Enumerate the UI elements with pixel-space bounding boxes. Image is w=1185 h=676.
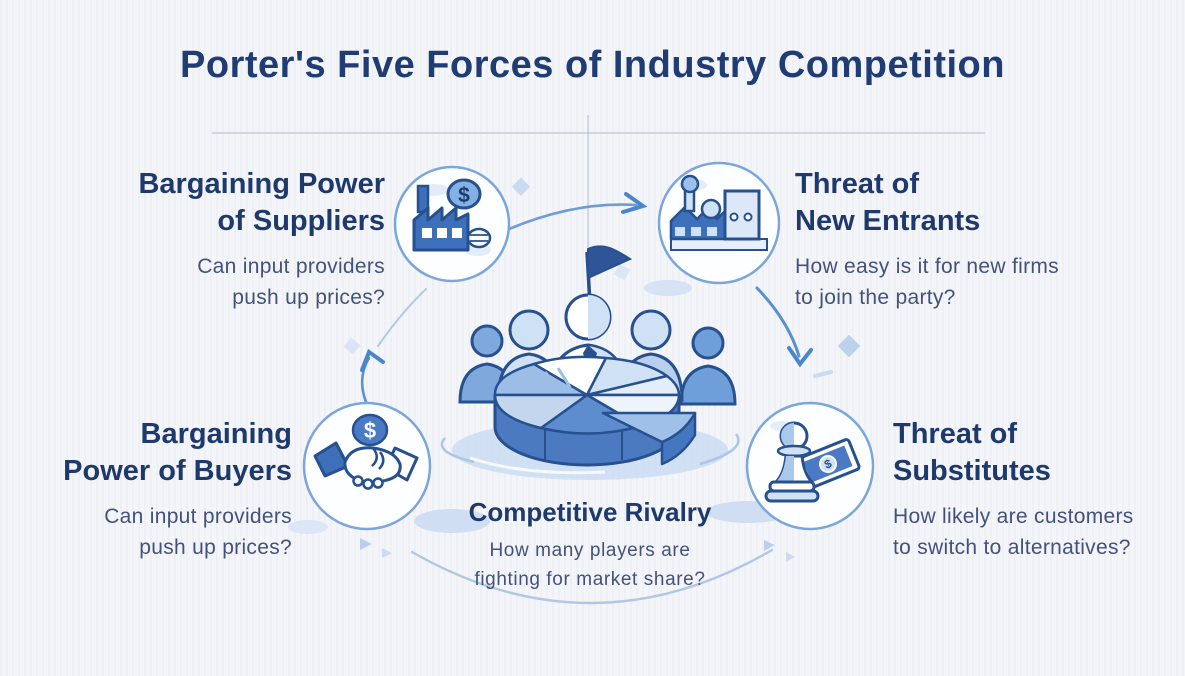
- new-entrants-subtitle-line1: How easy is it for new firms: [795, 255, 1059, 278]
- substitutes-subtitle-line1: How likely are customers: [893, 505, 1134, 528]
- buyers-icon-badge: $: [302, 401, 432, 531]
- force-buyers: Bargaining Power of Buyers Can input pro…: [22, 416, 292, 563]
- suppliers-heading-line2: of Suppliers: [217, 205, 385, 237]
- rivalry-heading: Competitive Rivalry: [468, 497, 712, 527]
- separated-pie-slice: [601, 411, 697, 466]
- force-new-entrants: Threat of New Entrants How easy is it fo…: [795, 166, 1125, 313]
- page-title: Porter's Five Forces of Industry Competi…: [180, 44, 1005, 86]
- dollar-sign: $: [364, 418, 376, 443]
- competitive-rivalry-illustration: [440, 245, 740, 480]
- market-share-pie-chart: [493, 355, 697, 467]
- substitutes-subtitle-line2: to switch to alternatives?: [893, 536, 1131, 559]
- suppliers-icon-badge: $: [393, 165, 511, 283]
- buyers-subtitle-line1: Can input providers: [104, 505, 292, 528]
- arc-bottom: [410, 548, 774, 605]
- force-suppliers: Bargaining Power of Suppliers Can input …: [60, 166, 385, 313]
- arc-new-entrants-to-substitutes: [755, 286, 801, 358]
- new-entrants-icon-badge: [657, 161, 781, 285]
- suppliers-subtitle: Can input providers push up prices?: [60, 251, 385, 313]
- buyers-subtitle-line2: push up prices?: [139, 536, 292, 559]
- arrowhead-right-icon: [621, 192, 648, 214]
- arrowhead-down-icon: [787, 346, 813, 368]
- rivalry-subtitle: How many players are fighting for market…: [425, 536, 755, 594]
- factory-with-dollar-coin-icon: $: [412, 178, 492, 252]
- new-entrants-heading: Threat of New Entrants: [795, 166, 1125, 240]
- buyers-subtitle: Can input providers push up prices?: [22, 501, 292, 563]
- dollar-sign: $: [458, 184, 470, 207]
- suppliers-subtitle-line2: push up prices?: [232, 286, 385, 309]
- decorative-confetti: [343, 177, 861, 562]
- arc-suppliers-to-new-entrants: [500, 203, 638, 234]
- flow-arcs: [360, 192, 813, 605]
- factory-with-open-door-icon: [669, 174, 768, 251]
- force-substitutes: Threat of Substitutes How likely are cus…: [893, 416, 1185, 563]
- buyers-heading-line2: Power of Buyers: [63, 455, 292, 487]
- buyers-heading-line1: Bargaining: [140, 418, 292, 450]
- rivalry-subtitle-line1: How many players are: [489, 540, 691, 561]
- force-competitive-rivalry: Competitive Rivalry How many players are…: [425, 496, 755, 594]
- substitutes-subtitle: How likely are customers to switch to al…: [893, 501, 1185, 563]
- buyers-heading: Bargaining Power of Buyers: [22, 416, 292, 490]
- new-entrants-subtitle-line2: to join the party?: [795, 286, 956, 309]
- dollar-sign: $: [822, 456, 834, 472]
- substitutes-heading-line1: Threat of: [893, 418, 1018, 450]
- arrowhead-up-icon: [360, 348, 385, 372]
- substitutes-heading-line2: Substitutes: [893, 455, 1051, 487]
- suppliers-heading: Bargaining Power of Suppliers: [60, 166, 385, 240]
- handshake-with-dollar-coin-icon: $: [313, 413, 419, 490]
- substitutes-heading: Threat of Substitutes: [893, 416, 1185, 490]
- new-entrants-subtitle: How easy is it for new firms to join the…: [795, 251, 1125, 313]
- rivalry-subtitle-line2: fighting for market share?: [474, 569, 706, 590]
- new-entrants-heading-line1: Threat of: [795, 168, 920, 200]
- chess-pawn-with-banknote-icon: $: [764, 421, 861, 503]
- suppliers-subtitle-line1: Can input providers: [197, 255, 385, 278]
- suppliers-heading-line1: Bargaining Power: [138, 168, 385, 200]
- substitutes-icon-badge: $: [745, 401, 875, 531]
- new-entrants-heading-line2: New Entrants: [795, 205, 981, 237]
